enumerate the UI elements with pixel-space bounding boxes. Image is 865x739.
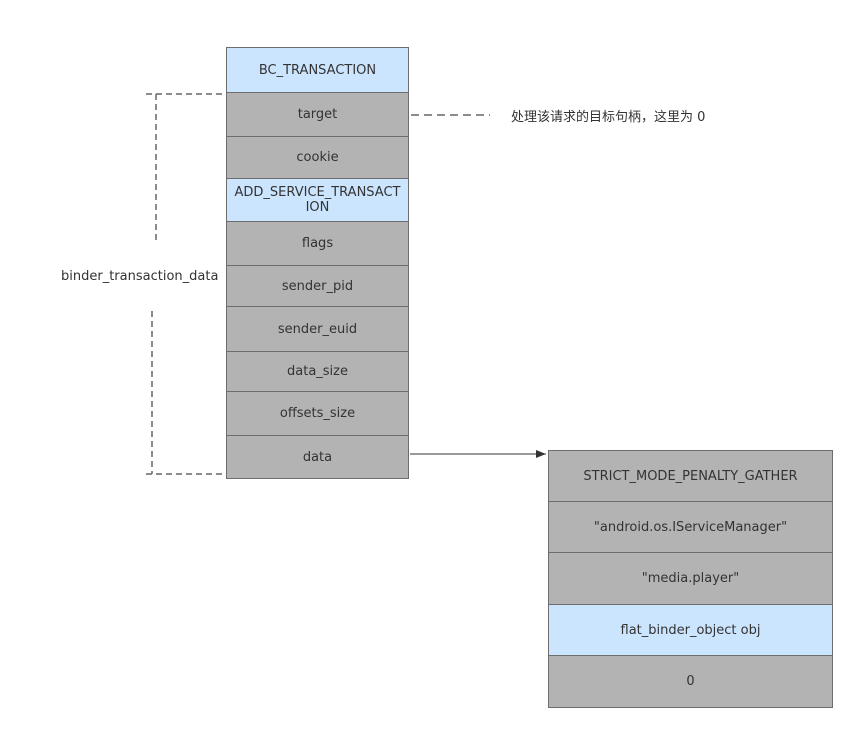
cell-strict-mode-penalty-gather: STRICT_MODE_PENALTY_GATHER xyxy=(548,450,833,502)
target-note: 处理该请求的目标句柄，这里为 0 xyxy=(511,110,706,125)
cell-interface-descriptor: "android.os.IServiceManager" xyxy=(548,501,833,553)
cell-cookie: cookie xyxy=(226,136,409,179)
cell-bc-transaction: BC_TRANSACTION xyxy=(226,47,409,93)
cell-data-size: data_size xyxy=(226,351,409,392)
cell-zero: 0 xyxy=(548,655,833,708)
cell-sender-euid: sender_euid xyxy=(226,306,409,352)
data-payload-stack: STRICT_MODE_PENALTY_GATHER "android.os.I… xyxy=(548,450,833,708)
cell-sender-pid: sender_pid xyxy=(226,265,409,307)
cell-data: data xyxy=(226,435,409,479)
struct-label: binder_transaction_data xyxy=(61,269,219,284)
binder-transaction-stack: BC_TRANSACTION target cookie ADD_SERVICE… xyxy=(226,47,409,479)
struct-bracket xyxy=(146,93,226,475)
cell-service-name: "media.player" xyxy=(548,552,833,605)
cell-flags: flags xyxy=(226,221,409,266)
